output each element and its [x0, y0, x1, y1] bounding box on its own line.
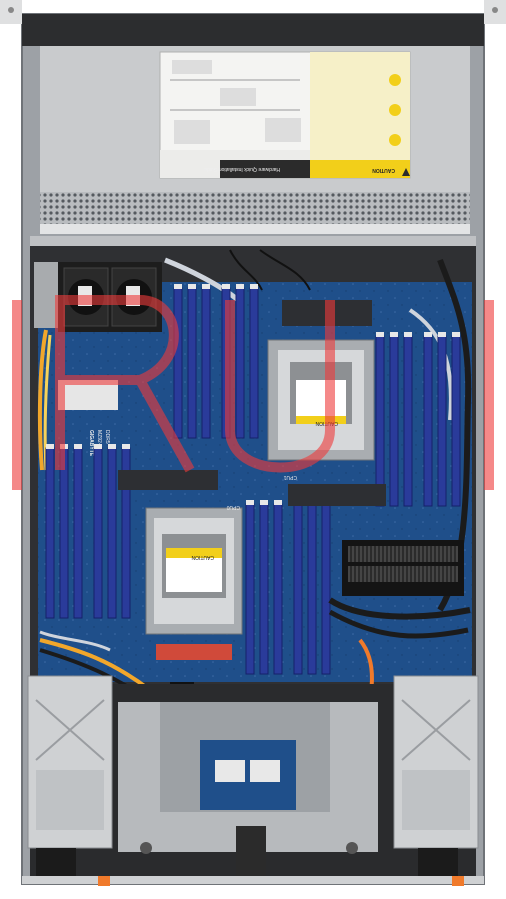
dimm-slot — [107, 447, 117, 619]
cpu1-socket: CAUTION — [267, 339, 375, 461]
cpu1-label: CPU1 — [283, 474, 297, 480]
watermark — [12, 295, 494, 490]
dimm-slot — [93, 447, 103, 619]
installation-guide-label: Hardware Quick Installation Guide CAUTIO… — [159, 51, 411, 179]
dimm-latch — [188, 284, 196, 289]
dimm-latch — [376, 332, 384, 337]
vrm-heatsink-mid — [288, 484, 386, 506]
dimm-latch — [438, 332, 446, 337]
dimm-latch — [174, 284, 182, 289]
dimm-slot — [321, 503, 331, 675]
dimm-latch — [94, 444, 102, 449]
dimm-slot — [259, 503, 269, 675]
dimm-slot — [403, 335, 413, 507]
svg-text:GIGABYTE: GIGABYTE — [88, 430, 94, 457]
dimm-slot — [375, 335, 385, 507]
dimm-latch — [424, 332, 432, 337]
svg-text:MZ92-FS0: MZ92-FS0 — [96, 430, 102, 454]
dimm-latch — [122, 444, 130, 449]
board-model-text: GIGABYTE MZ92-FS0 DDR5 — [88, 430, 110, 457]
dimm-slot — [235, 287, 245, 439]
vrm-heatsink-left — [118, 470, 218, 490]
rear-bracket — [118, 702, 378, 876]
psu-right — [393, 675, 479, 878]
dimm-latch — [46, 444, 54, 449]
dimm-latch — [250, 284, 258, 289]
caution-title-text: CAUTION — [372, 167, 395, 173]
dimm-slot — [73, 447, 83, 619]
cpu0-label: CPU0 — [226, 504, 240, 510]
guide-title-text: Hardware Quick Installation Guide — [204, 166, 280, 172]
dimm-slot — [201, 287, 211, 439]
dimm-latch — [236, 284, 244, 289]
dimm-latch — [246, 500, 254, 505]
dimm-slot — [437, 335, 447, 507]
dimm-slot — [389, 335, 399, 507]
cpu0-caution-text: CAUTION — [191, 554, 214, 560]
dimm-slot — [245, 503, 255, 675]
dimm-latch — [222, 284, 230, 289]
dimm-latch — [74, 444, 82, 449]
dimm-slot — [173, 287, 183, 439]
dimm-slot — [451, 335, 461, 507]
dimm-slot — [293, 503, 303, 675]
svg-text:DDR5: DDR5 — [104, 430, 110, 444]
vent-mesh — [40, 192, 470, 224]
dimm-latch — [404, 332, 412, 337]
dimm-slot — [59, 447, 69, 619]
cpu0-socket: CAUTION — [145, 507, 243, 635]
dimm-slot — [273, 503, 283, 675]
dimm-slot — [423, 335, 433, 507]
dimm-slot — [187, 287, 197, 439]
dimm-latch — [274, 500, 282, 505]
dimm-slot — [249, 287, 259, 439]
dimm-latch — [202, 284, 210, 289]
dimm-latch — [108, 444, 116, 449]
dimm-latch — [260, 500, 268, 505]
psu-left — [27, 675, 113, 878]
dimm-latch — [452, 332, 460, 337]
chassis-top-rail — [22, 14, 484, 46]
dimm-slot — [45, 447, 55, 619]
power-connector — [156, 644, 232, 660]
dimm-latch — [390, 332, 398, 337]
dimm-banks — [45, 284, 461, 675]
dimm-slot — [307, 503, 317, 675]
